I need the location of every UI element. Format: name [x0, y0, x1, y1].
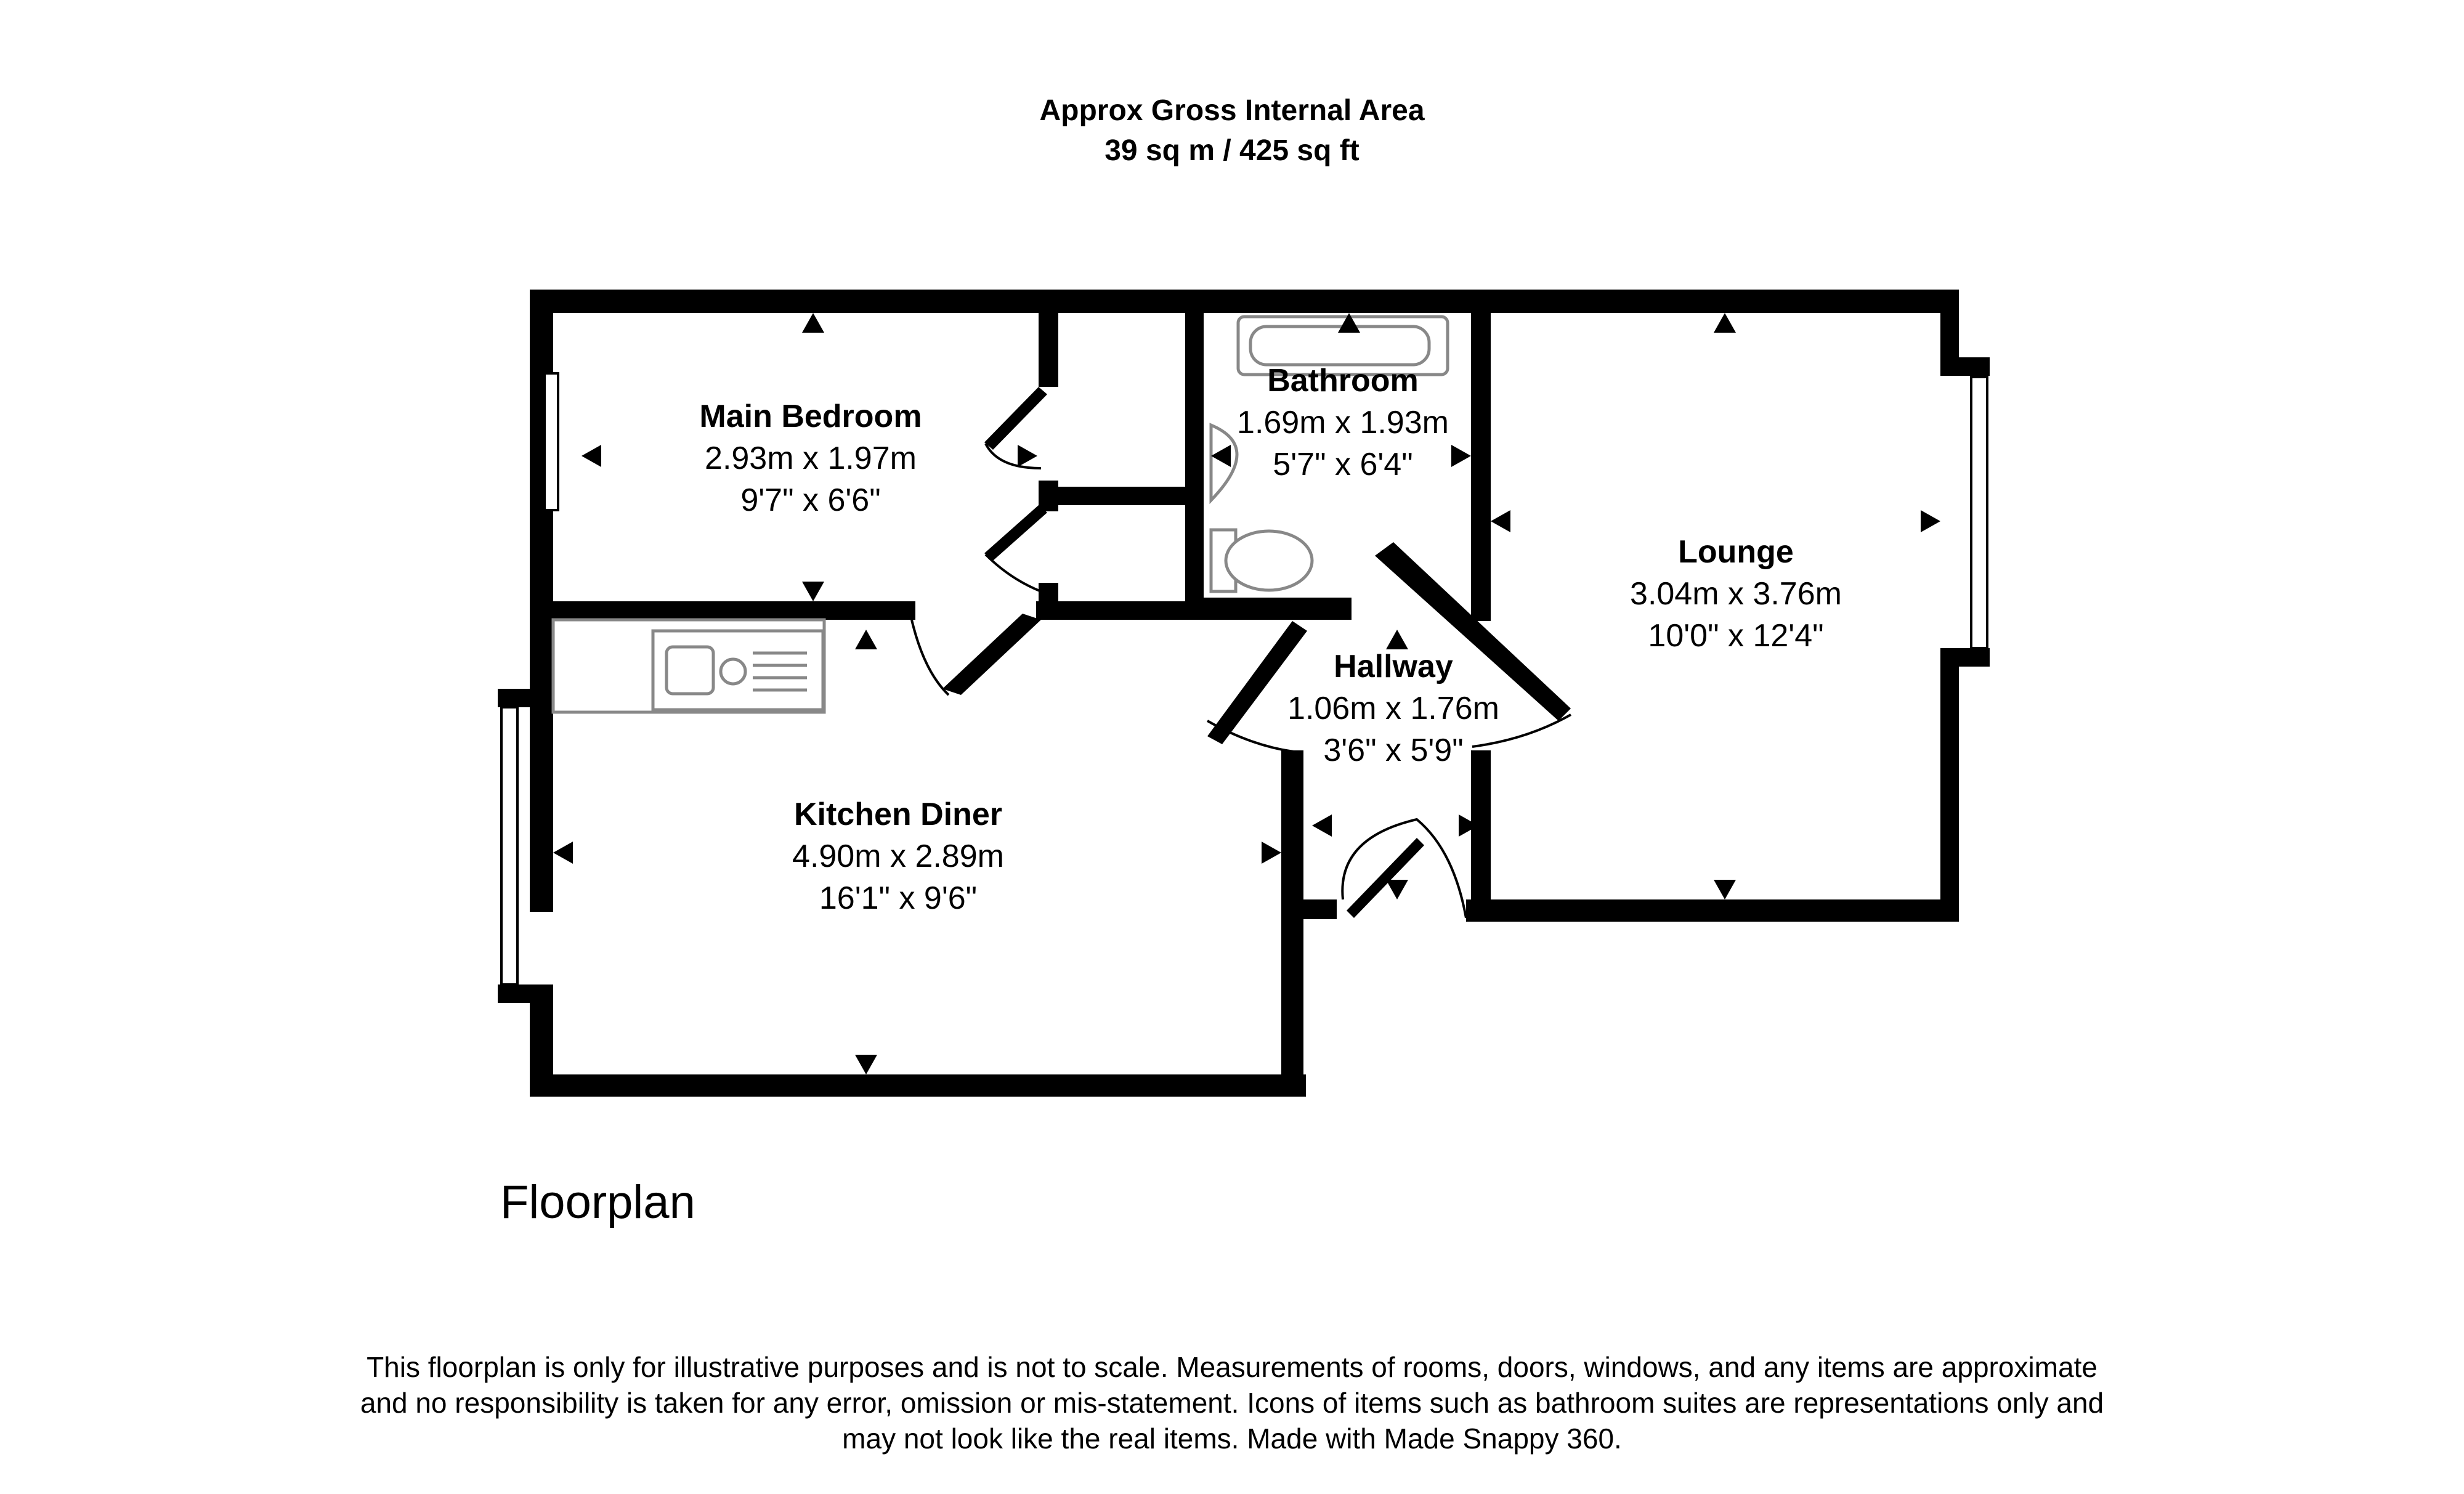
room-metric: 4.90m x 2.89m — [792, 838, 1004, 874]
room-name: Lounge — [1678, 534, 1794, 570]
room-imperial: 10'0" x 12'4" — [1648, 618, 1824, 654]
disclaimer-line-1: This floorplan is only for illustrative … — [367, 1351, 2097, 1383]
room-metric: 1.69m x 1.93m — [1237, 405, 1449, 440]
disclaimer-line-2: and no responsibility is taken for any e… — [360, 1387, 2104, 1419]
kitchen-window — [500, 706, 519, 986]
room-name: Bathroom — [1267, 363, 1419, 399]
doors — [910, 443, 1571, 919]
room-imperial: 5'7" x 6'4" — [1273, 447, 1413, 482]
room-name: Main Bedroom — [699, 399, 922, 434]
door-leaves — [984, 387, 1571, 918]
room-metric: 2.93m x 1.97m — [705, 440, 917, 476]
hallway-door — [1341, 818, 1467, 919]
kitchen-door — [910, 619, 950, 696]
toilet-bowl — [1224, 529, 1314, 592]
room-imperial: 3'6" x 5'9" — [1323, 733, 1464, 768]
fixtures — [551, 315, 1449, 714]
area-title: Approx Gross Internal Area — [1039, 94, 1425, 127]
hall-side-arc-left — [1207, 720, 1294, 753]
room-hallway: Hallway 1.06m x 1.76m 3'6" x 5'9" — [1287, 646, 1499, 771]
room-kitchen-diner: Kitchen Diner 4.90m x 2.89m 16'1" x 9'6" — [792, 794, 1004, 919]
lounge-window — [1970, 376, 1988, 649]
room-imperial: 16'1" x 9'6" — [819, 880, 978, 916]
room-lounge: Lounge 3.04m x 3.76m 10'0" x 12'4" — [1630, 531, 1842, 657]
dimension-arrows — [553, 313, 1940, 1074]
bedroom-door — [984, 443, 1042, 469]
room-metric: 1.06m x 1.76m — [1287, 691, 1499, 726]
room-name: Hallway — [1334, 649, 1453, 684]
room-metric: 3.04m x 3.76m — [1630, 576, 1842, 612]
cupboard-door — [984, 553, 1042, 593]
hall-side-arc-right — [1472, 713, 1571, 748]
room-name: Kitchen Diner — [793, 797, 1003, 832]
disclaimer-line-3: may not look like the real items. Made w… — [842, 1423, 1622, 1455]
area-value: 39 sq m / 425 sq ft — [1104, 134, 1360, 167]
bedroom-window — [543, 372, 559, 511]
windows — [500, 372, 1988, 986]
disclaimer: This floorplan is only for illustrative … — [0, 1349, 2464, 1456]
floorplan-caption: Floorplan — [500, 1176, 695, 1228]
room-imperial: 9'7" x 6'6" — [740, 482, 881, 518]
room-bathroom: Bathroom 1.69m x 1.93m 5'7" x 6'4" — [1237, 360, 1449, 485]
room-main-bedroom: Main Bedroom 2.93m x 1.97m 9'7" x 6'6" — [699, 396, 922, 521]
